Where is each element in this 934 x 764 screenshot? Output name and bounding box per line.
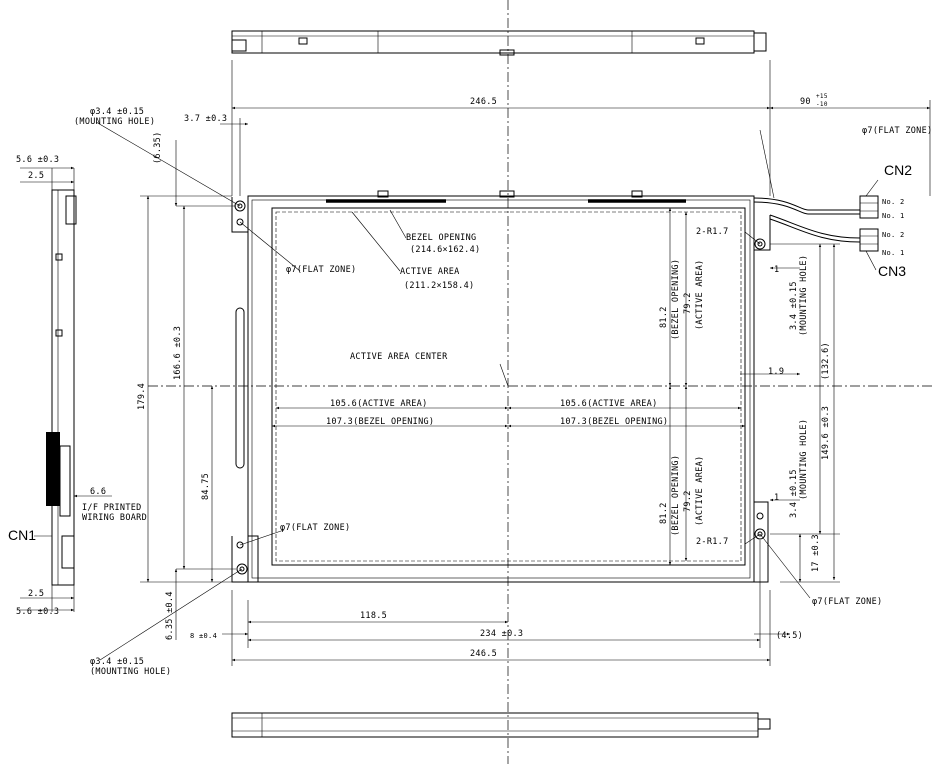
dim-left-margin-bottom: 8 ±0.4 xyxy=(190,632,217,640)
dimension-lines xyxy=(20,60,931,666)
note-r17-top: 2-R1.7 xyxy=(696,227,729,237)
top-side-view xyxy=(231,30,767,56)
note-mount-hole-top-dia: φ3.4 ±0.15 xyxy=(90,107,144,117)
dim-right-mh-upper-dia: 3.4 ±0.15 xyxy=(789,281,799,330)
dim-right-1-lower: 1 xyxy=(774,493,779,503)
cn2-no1: No. 1 xyxy=(882,212,905,220)
note-flat-zone-bottom-left: φ7(FLAT ZONE) xyxy=(280,523,350,533)
note-flat-zone-top-left: φ7(FLAT ZONE) xyxy=(286,265,356,275)
note-active-area: ACTIVE AREA xyxy=(400,267,460,277)
note-flat-zone-bottom-right: φ7(FLAT ZONE) xyxy=(812,597,882,607)
dim-bezel-v-upper-lbl: (BEZEL OPENING) xyxy=(671,259,681,340)
center-lines xyxy=(148,0,934,764)
dim-bezel-half-right: 107.3(BEZEL OPENING) xyxy=(560,417,668,427)
dim-active-half-right: 105.6(ACTIVE AREA) xyxy=(560,399,658,409)
note-active-area-center: ACTIVE AREA CENTER xyxy=(350,352,448,362)
dim-right-17: 17 ±0.3 xyxy=(811,534,821,572)
dim-total-height: 179.4 xyxy=(137,383,147,410)
cn2-no2: No. 2 xyxy=(882,198,905,206)
dim-right-1-9: 1.9 xyxy=(768,367,784,377)
cn3-no2: No. 2 xyxy=(882,231,905,239)
dim-side-5-6-top: 5.6 ±0.3 xyxy=(16,155,59,165)
dim-cable-tol-plus: +15 xyxy=(816,93,828,100)
cn3-no1: No. 1 xyxy=(882,249,905,257)
note-mount-hole-bottom-lbl: (MOUNTING HOLE) xyxy=(90,667,171,677)
note-pwb-line1: I/F PRINTED xyxy=(82,503,142,513)
note-flat-zone-top-right: φ7(FLAT ZONE) xyxy=(862,126,932,136)
dim-lower-height: 84.75 xyxy=(201,473,211,500)
left-side-view xyxy=(46,189,77,586)
dim-top-offset: (6.35) xyxy=(153,131,163,164)
note-bezel-opening-size: (214.6×162.4) xyxy=(410,245,480,255)
dim-side-6-6: 6.6 xyxy=(90,487,106,497)
dim-right-mh-upper-lbl: (MOUNTING HOLE) xyxy=(799,255,809,336)
front-view xyxy=(231,190,879,583)
dim-right-132-6: (132.6) xyxy=(821,342,831,380)
note-mount-hole-bottom-dia: φ3.4 ±0.15 xyxy=(90,657,144,667)
dim-side-2-5-bottom: 2.5 xyxy=(28,589,44,599)
labels: 246.5 90 +15 -10 3.7 ±0.3 φ3.4 ±0.15 (MO… xyxy=(8,93,932,677)
connector-cn3: CN3 xyxy=(878,263,906,279)
dim-bottom-offset: 6.35 ±0.4 xyxy=(165,591,175,640)
dim-side-2-5-top: 2.5 xyxy=(28,171,44,181)
dim-right-offset: (4.5) xyxy=(776,631,803,641)
dim-center-to-left: 118.5 xyxy=(360,611,387,621)
note-r17-bottom: 2-R1.7 xyxy=(696,537,729,547)
dim-mount-pitch-v: 166.6 ±0.3 xyxy=(173,326,183,380)
note-mount-hole-top-lbl: (MOUNTING HOLE) xyxy=(74,117,155,127)
note-active-area-size: (211.2×158.4) xyxy=(404,281,474,291)
dim-mount-pitch-h: 234 ±0.3 xyxy=(480,629,523,639)
dim-bezel-half-left: 107.3(BEZEL OPENING) xyxy=(326,417,434,427)
dim-active-v-upper-val: 79.2 xyxy=(683,292,693,314)
dim-cable-tol-minus: -10 xyxy=(816,101,828,108)
dim-right-1-upper: 1 xyxy=(774,265,779,275)
dim-active-half-left: 105.6(ACTIVE AREA) xyxy=(330,399,428,409)
dim-right-mh-lower-lbl: (MOUNTING HOLE) xyxy=(799,419,809,500)
dim-cable-length: 90 xyxy=(800,97,811,107)
dim-active-v-lower-val: 79.2 xyxy=(683,490,693,512)
dim-right-mh-lower-dia: 3.4 ±0.15 xyxy=(789,469,799,518)
dim-left-offset: 3.7 ±0.3 xyxy=(184,114,227,124)
dim-bezel-v-lower-lbl: (BEZEL OPENING) xyxy=(671,455,681,536)
connector-cn2: CN2 xyxy=(884,162,912,178)
dim-bezel-v-lower-val: 81.2 xyxy=(659,502,669,524)
dim-active-v-upper-lbl: (ACTIVE AREA) xyxy=(695,260,705,330)
connector-cn1: CN1 xyxy=(8,527,36,543)
dim-side-5-6-bottom: 5.6 ±0.3 xyxy=(16,607,59,617)
dim-right-149-6: 149.6 ±0.3 xyxy=(821,406,831,460)
dim-active-v-lower-lbl: (ACTIVE AREA) xyxy=(695,456,705,526)
dim-overall-width-top: 246.5 xyxy=(470,97,497,107)
dim-bezel-v-upper-val: 81.2 xyxy=(659,306,669,328)
note-bezel-opening: BEZEL OPENING xyxy=(406,233,476,243)
dim-overall-width-bottom: 246.5 xyxy=(470,649,497,659)
bottom-side-view xyxy=(231,712,771,738)
note-pwb-line2: WIRING BOARD xyxy=(82,513,147,523)
